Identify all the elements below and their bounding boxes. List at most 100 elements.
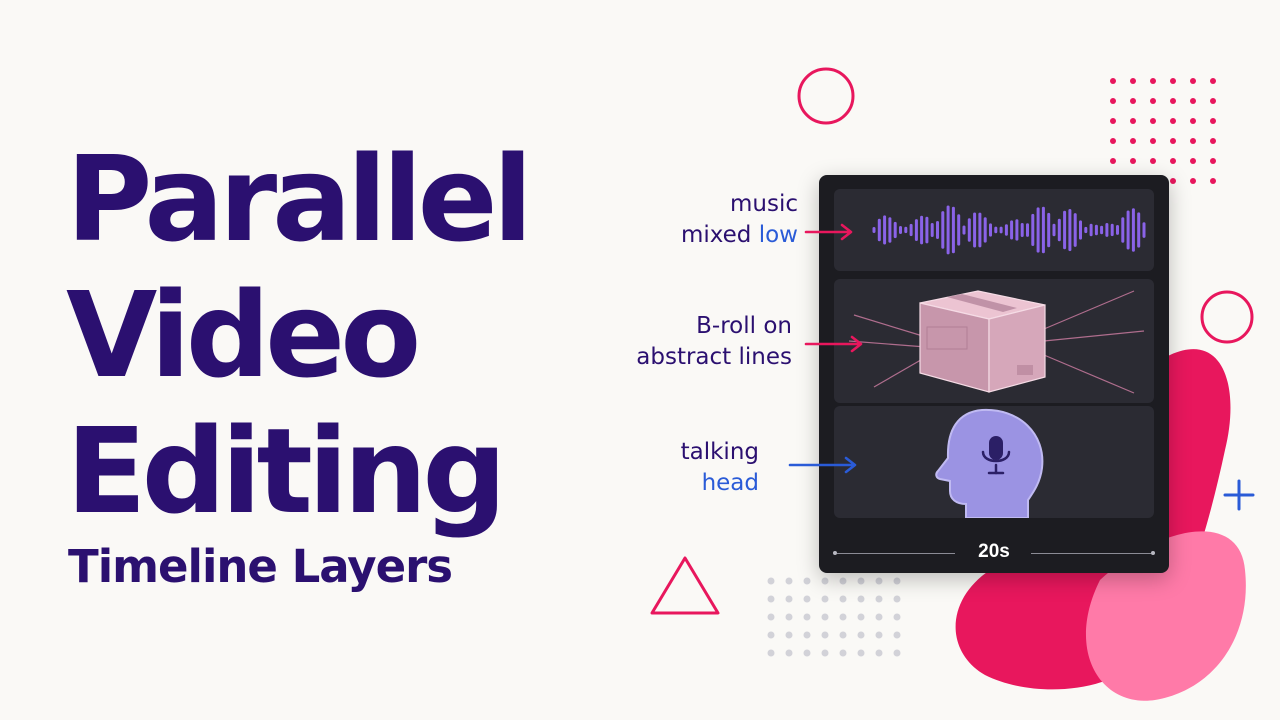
waveform-bar	[1047, 212, 1051, 248]
waveform-bar	[883, 215, 887, 245]
arrow-right-icon	[804, 223, 853, 241]
dot	[1190, 98, 1196, 104]
timeline-ruler-right	[1031, 553, 1151, 554]
waveform-bar	[893, 221, 897, 239]
dot	[1150, 78, 1156, 84]
waveform-bar	[1031, 213, 1035, 246]
dot-grid-pink	[1110, 78, 1216, 184]
waveform-bar	[930, 223, 934, 237]
ruler-end-marker	[1151, 551, 1155, 555]
dot	[875, 595, 883, 603]
waveform-bar	[1015, 219, 1019, 241]
dot	[803, 649, 811, 657]
dot	[1130, 118, 1136, 124]
dot	[1130, 78, 1136, 84]
dot	[1210, 78, 1216, 84]
music-track[interactable]	[834, 189, 1154, 271]
waveform-bar	[1137, 212, 1141, 248]
music-label-line1: music	[729, 191, 798, 217]
dot	[857, 577, 865, 585]
broll-label-line2: abstract lines	[636, 344, 792, 370]
waveform-bar	[1073, 213, 1077, 247]
dot	[839, 631, 847, 639]
dot	[1210, 178, 1216, 184]
dot	[1110, 98, 1116, 104]
waveform-bar	[1105, 223, 1109, 237]
plus-icon	[1223, 479, 1255, 511]
waveform-bar	[1079, 220, 1082, 240]
dot	[1190, 78, 1196, 84]
dot	[875, 631, 883, 639]
dot	[1210, 138, 1216, 144]
dot	[803, 631, 811, 639]
waveform-bar	[1057, 218, 1061, 242]
waveform-bar	[888, 217, 892, 243]
waveform-bar	[899, 226, 902, 234]
dot-grid-grey	[767, 577, 901, 657]
dot	[821, 577, 829, 585]
waveform-bar	[1126, 210, 1130, 250]
dot	[893, 649, 901, 657]
waveform-icon	[872, 205, 1146, 255]
dot	[875, 613, 883, 621]
waveform-bar	[936, 221, 939, 239]
dot	[1190, 158, 1196, 164]
dot	[1190, 138, 1196, 144]
dot	[785, 613, 793, 621]
dot	[1110, 138, 1116, 144]
waveform-bar	[1020, 223, 1024, 237]
dot	[1170, 118, 1176, 124]
waveform-bar	[1131, 208, 1135, 252]
dot	[821, 631, 829, 639]
timeline-panel: 20s	[819, 175, 1169, 573]
box-icon	[848, 290, 1145, 394]
dot	[1170, 158, 1176, 164]
dot	[857, 613, 865, 621]
dot	[821, 649, 829, 657]
talking-head-track[interactable]	[834, 406, 1154, 518]
title-line-1: Parallel	[66, 130, 533, 268]
dot	[767, 595, 775, 603]
dot	[1210, 98, 1216, 104]
dot	[767, 577, 775, 585]
dot	[893, 577, 901, 585]
waveform-bar	[1004, 224, 1008, 236]
head-label-line2: head	[701, 470, 759, 496]
dot	[1190, 178, 1196, 184]
dot	[1110, 78, 1116, 84]
dot	[803, 595, 811, 603]
waveform-bar	[989, 223, 992, 237]
music-label-line2: mixed low	[681, 220, 798, 251]
waveform-bar	[877, 218, 881, 242]
waveform-bar	[1063, 210, 1067, 250]
ruler-start-marker	[833, 551, 837, 555]
waveform-bar	[1084, 226, 1088, 234]
dot	[893, 631, 901, 639]
waveform-bar	[925, 216, 929, 244]
broll-label: B-roll on abstract lines	[636, 311, 792, 373]
dot	[1130, 158, 1136, 164]
waveform-bar	[994, 226, 998, 234]
waveform-bar	[1036, 207, 1040, 253]
waveform-bar	[1041, 206, 1045, 254]
dot	[839, 649, 847, 657]
dot	[821, 595, 829, 603]
dot	[1190, 118, 1196, 124]
head-label-line1: talking	[680, 439, 759, 465]
dot	[785, 649, 793, 657]
head-label: talking head	[681, 437, 759, 499]
waveform-bar	[951, 206, 955, 254]
dot	[839, 595, 847, 603]
waveform-bar	[1068, 209, 1072, 252]
waveform-bar	[1121, 217, 1125, 243]
waveform-bar	[946, 205, 950, 255]
dot	[857, 649, 865, 657]
waveform-bar	[1116, 225, 1119, 235]
broll-track[interactable]	[834, 279, 1154, 403]
dot	[1170, 78, 1176, 84]
dot	[839, 577, 847, 585]
broll-label-line1: B-roll on	[696, 313, 792, 339]
dot	[1210, 118, 1216, 124]
triangle-outline-shape	[650, 556, 720, 615]
dot	[893, 595, 901, 603]
